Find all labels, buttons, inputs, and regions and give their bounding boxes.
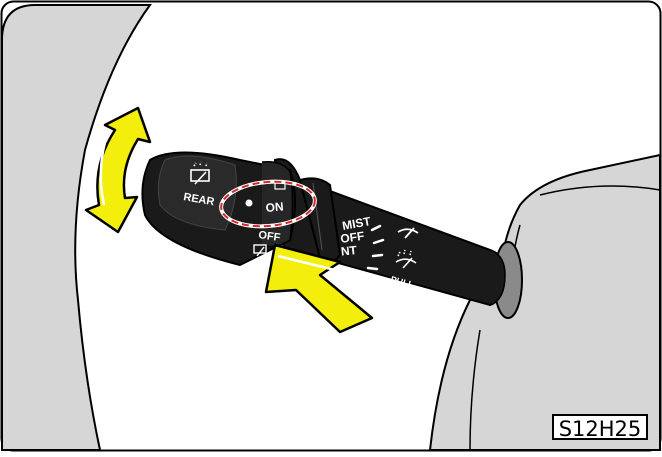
housing-lower-edge	[469, 329, 481, 451]
int-label: INT	[337, 243, 358, 259]
stalk-end	[489, 249, 506, 306]
rear-washer-icon	[253, 244, 267, 257]
rear-label: REAR	[182, 191, 215, 208]
figure-code-label: S12H25	[552, 414, 648, 441]
rotate-double-arrow	[84, 106, 152, 234]
on-label: ON	[265, 199, 284, 215]
highlight-ring	[220, 180, 316, 228]
rear-wiper-icon	[190, 161, 210, 185]
front-wiper-icon	[397, 227, 419, 239]
off-rear-label: OFF	[258, 229, 282, 244]
knob-cap-face	[157, 155, 237, 231]
mist-label: MIST	[341, 214, 372, 233]
column-cover-left	[1, 4, 152, 451]
position-dot	[245, 199, 253, 207]
int-speed-marks	[360, 224, 385, 283]
front-washer-icon	[395, 249, 417, 269]
off-label: OFF	[339, 229, 365, 246]
push-arrow	[264, 243, 374, 334]
housing-edge-line	[539, 185, 661, 196]
